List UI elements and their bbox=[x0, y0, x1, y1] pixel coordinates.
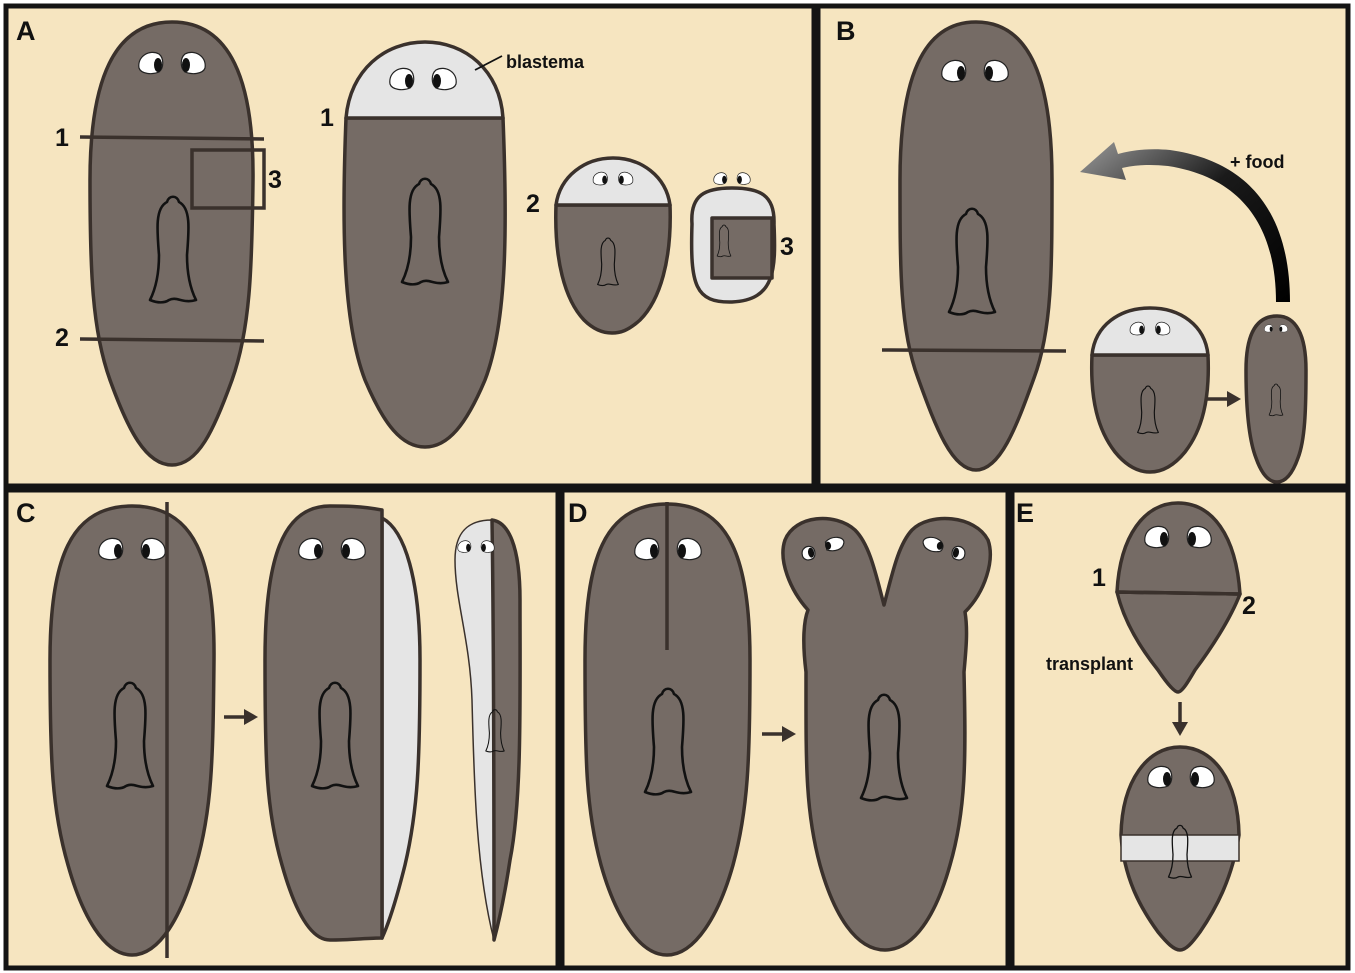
panel-b-grown-worm bbox=[1246, 316, 1306, 482]
panel-a-label: A bbox=[16, 16, 36, 46]
fragment-label-1: 1 bbox=[320, 104, 334, 132]
panel-d-label: D bbox=[568, 498, 588, 528]
cut-label-2: 2 bbox=[1242, 592, 1256, 620]
cut-line bbox=[882, 350, 1066, 351]
fragment-label-2: 2 bbox=[526, 190, 540, 218]
panel-e-label: E bbox=[1016, 498, 1034, 528]
cut-label-3: 3 bbox=[268, 166, 282, 194]
food-label: + food bbox=[1230, 152, 1285, 172]
cut-label-1: 1 bbox=[55, 124, 69, 152]
panel-c-half-worm bbox=[265, 506, 420, 940]
panel-b-label: B bbox=[836, 16, 856, 46]
cut-label-2: 2 bbox=[55, 324, 69, 352]
panel-d-intact-worm bbox=[585, 502, 750, 955]
panel-c-intact-worm bbox=[50, 502, 214, 958]
panel-c-label: C bbox=[16, 498, 36, 528]
cut-label-1: 1 bbox=[1092, 564, 1106, 592]
fragment-label-3: 3 bbox=[780, 233, 794, 261]
cut-line-1 bbox=[80, 137, 264, 139]
blastema-label: blastema bbox=[506, 52, 585, 72]
cut-line-2 bbox=[80, 339, 264, 341]
transplant-label: transplant bbox=[1046, 654, 1133, 674]
transverse-cut-line bbox=[1117, 592, 1240, 594]
